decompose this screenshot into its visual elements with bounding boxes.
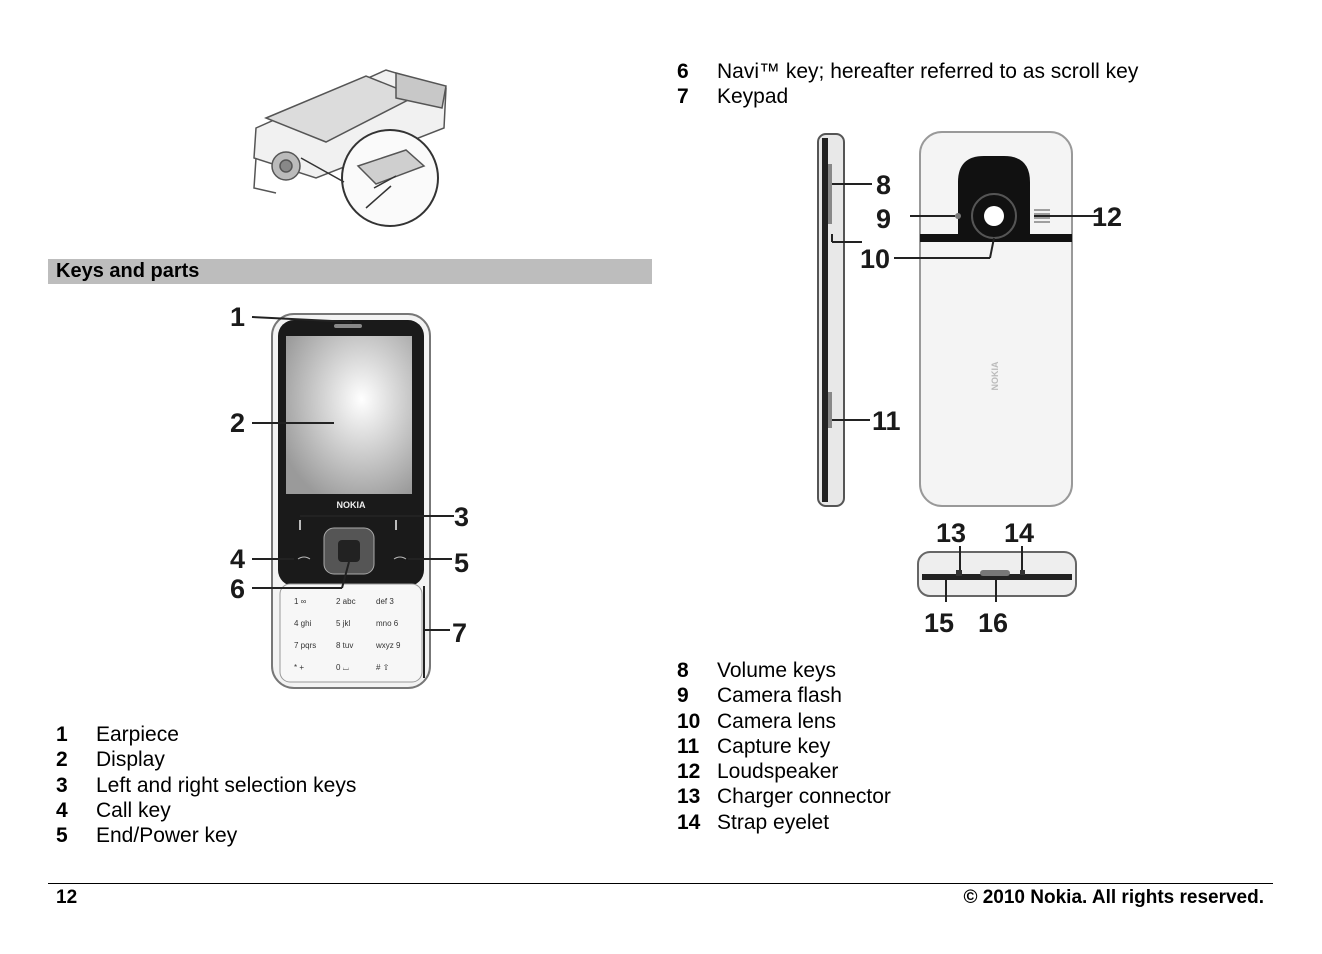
page-number: 12 xyxy=(56,887,78,908)
keypad-key-label: 2 abc xyxy=(336,597,356,606)
legend-label: Camera lens xyxy=(717,709,837,733)
back-callout-14: 14 xyxy=(1004,518,1034,548)
keypad-key-label: mno 6 xyxy=(376,619,399,628)
legend-num: 12 xyxy=(677,760,701,784)
legend-label: Loudspeaker xyxy=(717,760,839,784)
keypad-key-label: wxyz 9 xyxy=(375,641,401,650)
phone-brand-label: NOKIA xyxy=(337,500,367,510)
legend-num: 14 xyxy=(677,810,701,834)
legend-num: 5 xyxy=(56,824,68,848)
legend-item: 4 Call key xyxy=(56,798,356,823)
keypad-key-label: 0 ⌴ xyxy=(336,663,349,672)
legend-item: 1 Earpiece xyxy=(56,722,356,747)
legend-label: End/Power key xyxy=(96,824,238,848)
legend-right-top: 6 Navi™ key; hereafter referred to as scr… xyxy=(677,59,1138,110)
legend-item: 3 Left and right selection keys xyxy=(56,773,356,798)
legend-item: 5 End/Power key xyxy=(56,823,356,848)
legend-num: 8 xyxy=(677,659,689,682)
back-callout-8: 8 xyxy=(876,170,891,200)
keypad-key-label: * + xyxy=(294,663,304,672)
legend-item: 14 Strap eyelet xyxy=(677,810,891,835)
legend-left: 1 Earpiece 2 Display 3 Left and right selec… xyxy=(56,722,356,848)
legend-item: 10 Camera lens xyxy=(677,709,891,734)
keypad-glyphs: 1 ∞ 2 abc def 3 4 ghi 5 jkl mno 6 7 pqrs 8 tuv w… xyxy=(294,597,401,672)
legend-label: Earpiece xyxy=(96,723,179,746)
keypad-key-label: # ⇧ xyxy=(376,663,389,672)
back-callout-12: 12 xyxy=(1092,202,1122,232)
legend-label: Charger connector xyxy=(717,785,891,809)
section-header: Keys and parts xyxy=(48,259,652,284)
legend-item: 2 Display xyxy=(56,747,356,772)
legend-item: 8 Volume keys xyxy=(677,658,891,683)
legend-right-bottom: 8 Volume keys 9 Camera flash 10 Camera lens… xyxy=(677,658,891,835)
front-callout-6: 6 xyxy=(230,574,245,604)
legend-item: 6 Navi™ key; hereafter referred to as scr… xyxy=(677,59,1138,84)
back-brand-label: NOKIA xyxy=(990,361,1000,391)
front-callout-2: 2 xyxy=(230,408,245,438)
legend-item: 12 Loudspeaker xyxy=(677,759,891,784)
keypad-key-label: 1 ∞ xyxy=(294,597,307,606)
legend-item: 13 Charger connector xyxy=(677,784,891,809)
sim-card-illustration xyxy=(253,69,447,227)
legend-label: Camera flash xyxy=(717,684,842,708)
footer-divider xyxy=(48,883,1273,884)
back-phone-illustration: NOKIA 8 9 10 11 12 13 14 15 16 xyxy=(817,131,1122,638)
back-callout-9: 9 xyxy=(876,204,891,234)
legend-num: 1 xyxy=(56,723,68,746)
legend-num: 7 xyxy=(677,85,689,109)
legend-num: 4 xyxy=(56,798,68,822)
back-callout-10: 10 xyxy=(860,244,890,274)
keypad-key-label: 7 pqrs xyxy=(294,641,316,650)
keypad-key-label: def 3 xyxy=(376,597,394,606)
legend-num: 10 xyxy=(677,709,701,733)
legend-num: 11 xyxy=(677,734,700,758)
back-callout-15: 15 xyxy=(924,608,954,638)
front-callout-3: 3 xyxy=(454,502,469,532)
front-phone-illustration: NOKIA 1 ∞ 2 abc def 3 4 ghi 5 jkl mno 6 7 pqrs… xyxy=(230,302,469,689)
legend-num: 2 xyxy=(56,748,68,772)
front-callout-7: 7 xyxy=(452,618,467,648)
legend-num: 9 xyxy=(677,684,689,708)
back-callout-13: 13 xyxy=(936,518,966,548)
keypad-key-label: 5 jkl xyxy=(336,619,350,628)
section-title: Keys and parts xyxy=(56,260,200,282)
legend-label: Keypad xyxy=(717,85,789,109)
front-callout-5: 5 xyxy=(454,548,469,578)
legend-label: Navi™ key; hereafter referred to as scro… xyxy=(717,60,1139,83)
legend-label: Display xyxy=(96,748,165,772)
keypad-key-label: 4 ghi xyxy=(294,619,312,628)
legend-item: 7 Keypad xyxy=(677,84,1138,109)
back-callout-11: 11 xyxy=(872,406,901,436)
legend-label: Left and right selection keys xyxy=(96,773,357,797)
keypad-key-label: 8 tuv xyxy=(336,641,353,650)
legend-num: 6 xyxy=(677,60,689,83)
front-callout-4: 4 xyxy=(230,544,245,574)
back-callout-16: 16 xyxy=(978,608,1008,638)
legend-item: 9 Camera flash xyxy=(677,683,891,708)
legend-num: 3 xyxy=(56,773,68,797)
legend-label: Strap eyelet xyxy=(717,810,830,834)
legend-item: 11 Capture key xyxy=(677,734,891,759)
copyright-notice: © 2010 Nokia. All rights reserved. xyxy=(963,887,1264,908)
legend-label: Volume keys xyxy=(717,659,837,682)
front-callout-1: 1 xyxy=(230,302,245,332)
legend-label: Capture key xyxy=(717,734,831,758)
legend-label: Call key xyxy=(96,798,171,822)
legend-num: 13 xyxy=(677,785,701,809)
